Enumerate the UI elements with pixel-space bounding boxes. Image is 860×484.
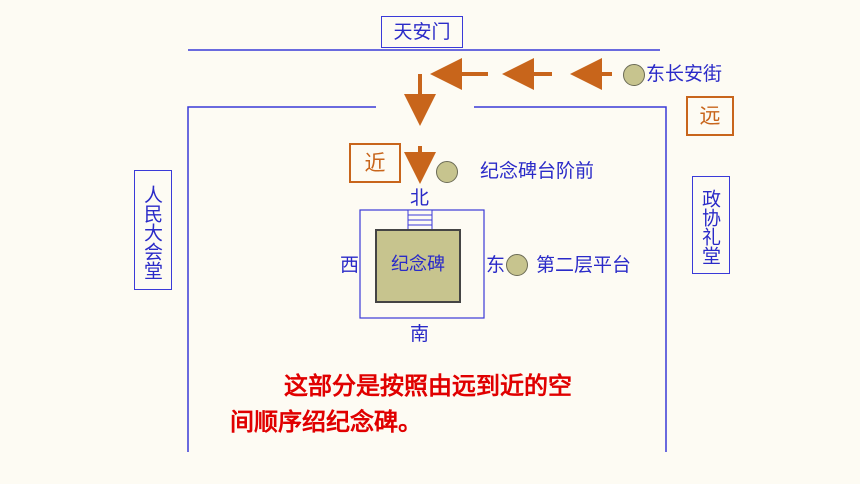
far-label: 远 [686,96,734,136]
people-hall-label: 人民大会堂 [134,170,172,290]
east-changan-dot [623,64,645,86]
east-changan-label: 东长安街 [646,63,723,85]
cppcc-hall-label: 政协礼堂 [692,176,730,274]
square-boundary-left [187,106,376,452]
monument-label: 纪念碑 [391,254,445,275]
square-boundary-right [474,106,667,452]
caption: 这部分是按照由远到近的空 间顺序绍纪念碑。 [230,368,650,440]
steps-front-label: 纪念碑台阶前 [480,160,595,182]
caption-line-2: 间顺序绍纪念碑。 [230,408,422,436]
west-label: 西 [340,254,360,276]
monument-box [375,229,461,303]
caption-line-1: 这部分是按照由远到近的空 [284,372,572,400]
second-platform-label: 第二层平台 [536,254,632,276]
east-label: 东 [486,254,506,276]
tiananmen-label: 天安门 [381,16,463,48]
north-label: 北 [410,187,430,209]
steps-front-dot [436,161,458,183]
second-platform-dot [506,254,528,276]
south-label: 南 [410,323,430,345]
near-label: 近 [349,143,401,183]
